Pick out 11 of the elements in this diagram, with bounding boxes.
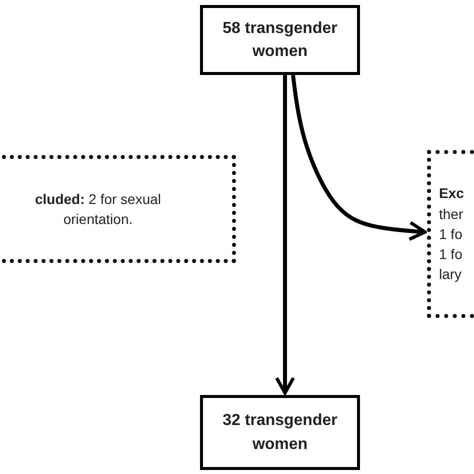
box-text: 32 transgender women xyxy=(222,411,338,454)
box-text: 58 transgender women xyxy=(222,18,338,62)
box-text: cluded: 2 for sexual orientation. xyxy=(34,190,162,229)
box-heading: Exc xyxy=(439,184,465,204)
box-text: ther 1 fo 1 fo lary xyxy=(439,204,464,284)
process-box xyxy=(200,395,360,470)
arrow xyxy=(291,74,427,241)
exclusion-box xyxy=(0,155,236,263)
process-box xyxy=(200,5,360,75)
exclusion-box xyxy=(427,150,474,318)
arrow xyxy=(275,75,295,395)
